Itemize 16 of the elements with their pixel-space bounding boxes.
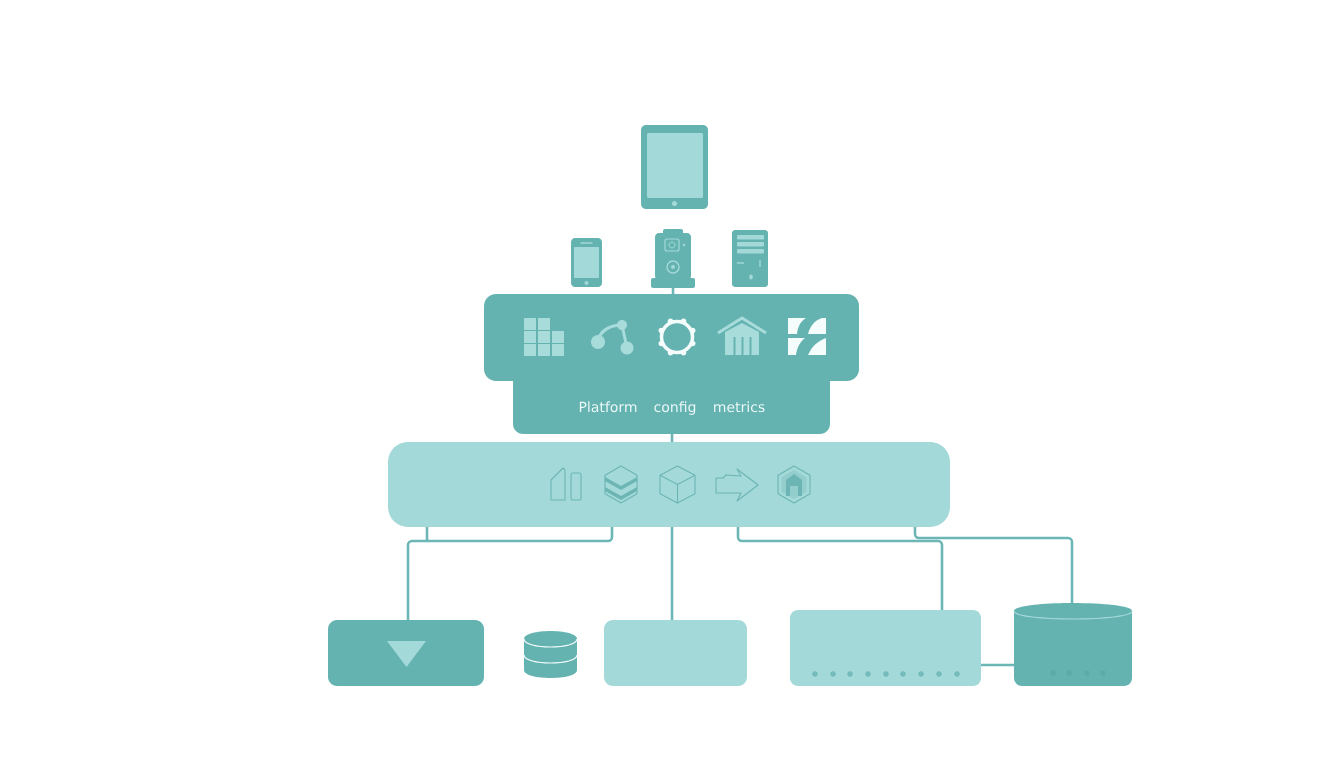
phone [571, 238, 602, 287]
connector-line [736, 527, 944, 610]
label: config [654, 401, 696, 415]
rounded-block [604, 620, 747, 686]
connector-line [913, 527, 1074, 603]
label: metrics [714, 401, 765, 413]
connector-line [670, 434, 674, 442]
tablet [641, 125, 708, 209]
connector-line [406, 525, 614, 622]
connector-line [670, 527, 674, 620]
database-cylinder [523, 631, 578, 678]
camera [651, 229, 695, 288]
label: Platform [579, 401, 637, 413]
server-tower [732, 230, 768, 287]
connector-line [981, 663, 1014, 667]
connector-line [671, 288, 675, 294]
